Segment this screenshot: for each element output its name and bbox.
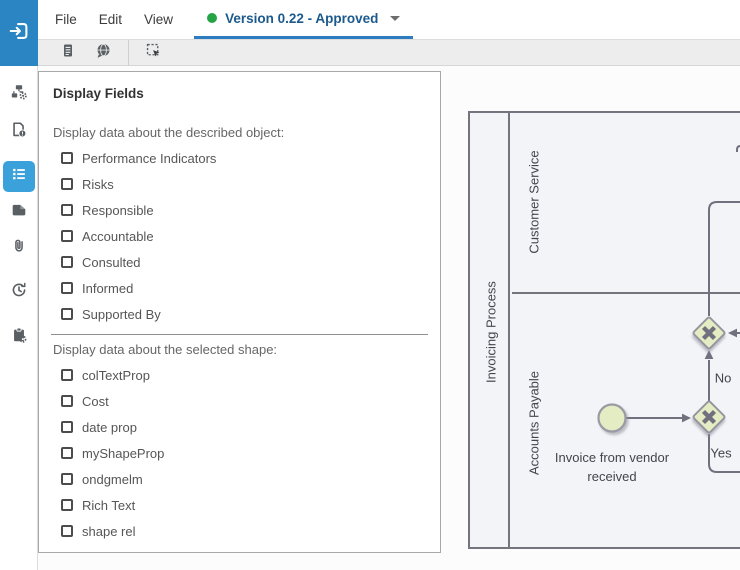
start-event-label: Invoice from vendor received [554, 450, 670, 484]
display-fields-panel: Display Fields Display data about the de… [38, 71, 441, 553]
menu-file[interactable]: File [55, 12, 77, 27]
checkbox-accountable[interactable] [61, 230, 73, 242]
arrowheads [682, 328, 737, 423]
checkbox-row: Rich Text [61, 492, 428, 518]
version-label: Version 0.22 - Approved [225, 10, 379, 26]
flow-gateway-to-task[interactable] [708, 201, 740, 316]
bpmn-shapes-layer [597, 145, 740, 473]
checkbox-row: Responsible [61, 197, 428, 223]
comments-button[interactable] [89, 42, 117, 64]
display-fields-icon [10, 165, 28, 188]
history-button[interactable] [3, 277, 35, 308]
start-event[interactable] [597, 403, 627, 433]
checkbox-supported-by[interactable] [61, 308, 73, 320]
document-icon [60, 42, 76, 64]
checkbox-performance-indicators[interactable] [61, 152, 73, 164]
checkbox-row: date prop [61, 414, 428, 440]
checkbox-responsible[interactable] [61, 204, 73, 216]
flow-label-yes: Yes [710, 445, 732, 461]
checkbox-ondgmelm[interactable] [61, 473, 73, 485]
document-status-icon [10, 121, 28, 144]
history-icon [10, 281, 28, 304]
checkbox-row: colTextProp [61, 362, 428, 388]
checkbox-shape-rel[interactable] [61, 525, 73, 537]
checkbox-row: myShapeProp [61, 440, 428, 466]
menu-edit[interactable]: Edit [98, 12, 123, 27]
lane-divider [512, 292, 740, 294]
section-label-selected-shape: Display data about the selected shape: [53, 342, 278, 357]
version-selector[interactable]: Version 0.22 - Approved [194, 0, 414, 39]
checkbox-row: Informed [61, 275, 428, 301]
checkbox-cost[interactable] [61, 395, 73, 407]
checkbox-row: Accountable [61, 223, 428, 249]
checkbox-risks[interactable] [61, 178, 73, 190]
checkbox-informed[interactable] [61, 282, 73, 294]
checkbox-row: shape rel [61, 518, 428, 544]
display-fields-button[interactable] [3, 161, 35, 192]
menubar: File Edit View Version 0.22 - Approved [38, 0, 740, 40]
select-area-icon [145, 42, 162, 64]
section-divider [51, 334, 428, 335]
checkbox-myshapeprop[interactable] [61, 447, 73, 459]
chevron-down-icon [390, 15, 401, 21]
flow-yes[interactable] [708, 434, 740, 473]
checkbox-row: ondgmelm [61, 466, 428, 492]
panel-title: Display Fields [53, 86, 144, 101]
checkbox-row: Risks [61, 171, 428, 197]
checkbox-coltextprop[interactable] [61, 369, 73, 381]
document-status-button[interactable] [3, 117, 35, 148]
checkbox-rich-text[interactable] [61, 499, 73, 511]
gateway-upper[interactable] [692, 316, 726, 350]
flow-fragment [736, 145, 740, 152]
checkbox-row: Cost [61, 388, 428, 414]
language-comment-icon [95, 42, 112, 64]
select-area-button[interactable] [139, 42, 167, 64]
checkbox-consulted[interactable] [61, 256, 73, 268]
approved-status-icon [207, 13, 218, 23]
checkbox-row: Performance Indicators [61, 145, 428, 171]
enter-app-icon [7, 19, 31, 48]
gateway-lower[interactable] [692, 400, 726, 434]
left-icon-sidebar [0, 66, 38, 570]
app-home-button[interactable] [0, 0, 38, 66]
checkbox-row: Consulted [61, 249, 428, 275]
checkbox-row: Supported By [61, 301, 428, 327]
xor-marker-icon [701, 409, 717, 425]
clipboard-settings-button[interactable] [3, 322, 35, 353]
toolbar [38, 39, 740, 66]
process-hierarchy-icon [10, 83, 28, 106]
link-button[interactable] [3, 233, 35, 264]
menu-view[interactable]: View [144, 12, 174, 27]
process-hierarchy-button[interactable] [3, 79, 35, 110]
link-icon [10, 237, 28, 260]
clipboard-settings-icon [10, 326, 28, 349]
xor-marker-icon [701, 325, 717, 341]
pool-header [470, 113, 510, 547]
section-label-described-object: Display data about the described object: [53, 125, 285, 140]
shapes-icon [10, 201, 28, 224]
shapes-button[interactable] [3, 197, 35, 228]
toolbar-separator [128, 39, 129, 66]
flow-label-no: No [714, 370, 732, 386]
checkbox-date-prop[interactable] [61, 421, 73, 433]
document-button[interactable] [54, 42, 82, 64]
